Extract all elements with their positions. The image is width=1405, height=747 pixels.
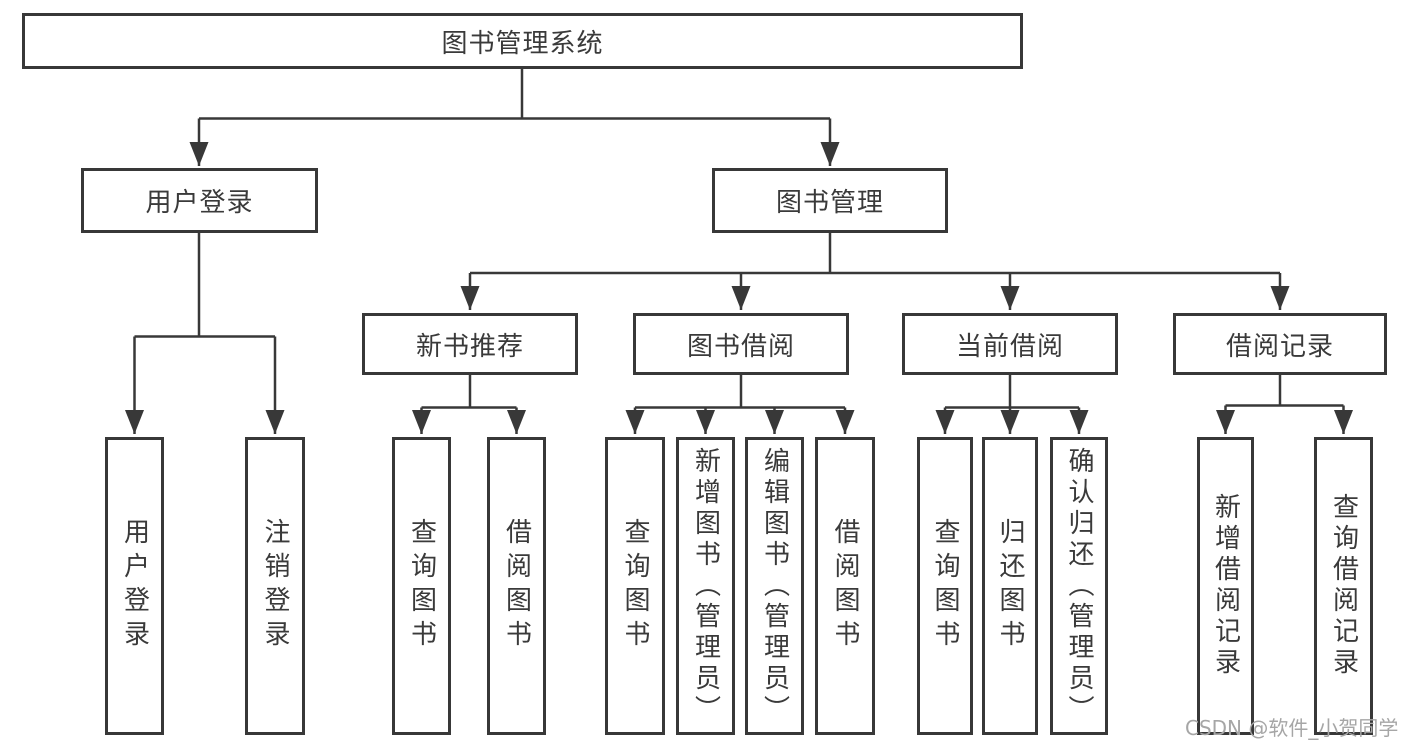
node-leaf-cb-query-book: 查询图书 xyxy=(917,437,973,735)
node-leaf-nb-borrow-book: 借阅图书 xyxy=(487,437,546,735)
node-leaf-br-add-record-label: 新增借阅记录 xyxy=(1210,493,1241,679)
node-leaf-br-query-record: 查询借阅记录 xyxy=(1314,437,1373,735)
node-leaf-nb-borrow-book-label: 借阅图书 xyxy=(501,518,532,654)
node-user-login-label: 用户登录 xyxy=(145,188,254,218)
node-leaf-cb-confirm-return-admin: 确认归还（管理员） xyxy=(1050,437,1108,735)
node-book-management-label: 图书管理 xyxy=(775,188,884,218)
node-leaf-bb-borrow-book-label: 借阅图书 xyxy=(830,518,860,654)
node-leaf-br-query-record-label: 查询借阅记录 xyxy=(1328,493,1359,679)
node-leaf-bb-edit-book-admin-label: 编辑图书（管理员） xyxy=(759,446,790,726)
node-leaf-bb-add-book-admin: 新增图书（管理员） xyxy=(676,437,735,735)
node-new-book-recommend-label: 新书推荐 xyxy=(415,331,524,362)
node-leaf-logout-label: 注销登录 xyxy=(260,518,290,654)
node-current-borrow-label: 当前借阅 xyxy=(955,331,1064,362)
csdn-watermark: CSDN @软件_小贺同学 xyxy=(1185,716,1399,740)
node-root: 图书管理系统 xyxy=(22,13,1023,69)
node-leaf-cb-query-book-label: 查询图书 xyxy=(930,518,960,654)
node-leaf-bb-query-book-label: 查询图书 xyxy=(620,518,650,654)
node-leaf-nb-query-book-label: 查询图书 xyxy=(406,518,437,654)
node-borrow-record: 借阅记录 xyxy=(1173,313,1387,375)
node-book-borrow-label: 图书借阅 xyxy=(686,331,795,362)
node-leaf-bb-edit-book-admin: 编辑图书（管理员） xyxy=(745,437,804,735)
connector-segments xyxy=(134,69,1344,409)
node-current-borrow: 当前借阅 xyxy=(902,313,1118,375)
node-book-management: 图书管理 xyxy=(712,168,948,233)
node-leaf-br-add-record: 新增借阅记录 xyxy=(1197,437,1254,735)
node-leaf-user-login-label: 用户登录 xyxy=(119,518,150,654)
node-user-login: 用户登录 xyxy=(81,168,318,233)
node-leaf-bb-add-book-admin-label: 新增图书（管理员） xyxy=(690,446,721,726)
node-book-borrow: 图书借阅 xyxy=(633,313,849,375)
node-leaf-cb-confirm-return-admin-label: 确认归还（管理员） xyxy=(1064,446,1094,726)
node-leaf-user-login: 用户登录 xyxy=(105,437,164,735)
node-root-label: 图书管理系统 xyxy=(441,28,604,59)
node-leaf-cb-return-book: 归还图书 xyxy=(982,437,1038,735)
node-leaf-bb-query-book: 查询图书 xyxy=(605,437,665,735)
node-leaf-cb-return-book-label: 归还图书 xyxy=(995,518,1025,654)
node-leaf-nb-query-book: 查询图书 xyxy=(392,437,451,735)
node-leaf-logout: 注销登录 xyxy=(245,437,305,735)
node-leaf-bb-borrow-book: 借阅图书 xyxy=(815,437,875,735)
node-borrow-record-label: 借阅记录 xyxy=(1225,331,1334,362)
node-new-book-recommend: 新书推荐 xyxy=(362,313,578,375)
arrow-connectors xyxy=(125,118,1353,434)
